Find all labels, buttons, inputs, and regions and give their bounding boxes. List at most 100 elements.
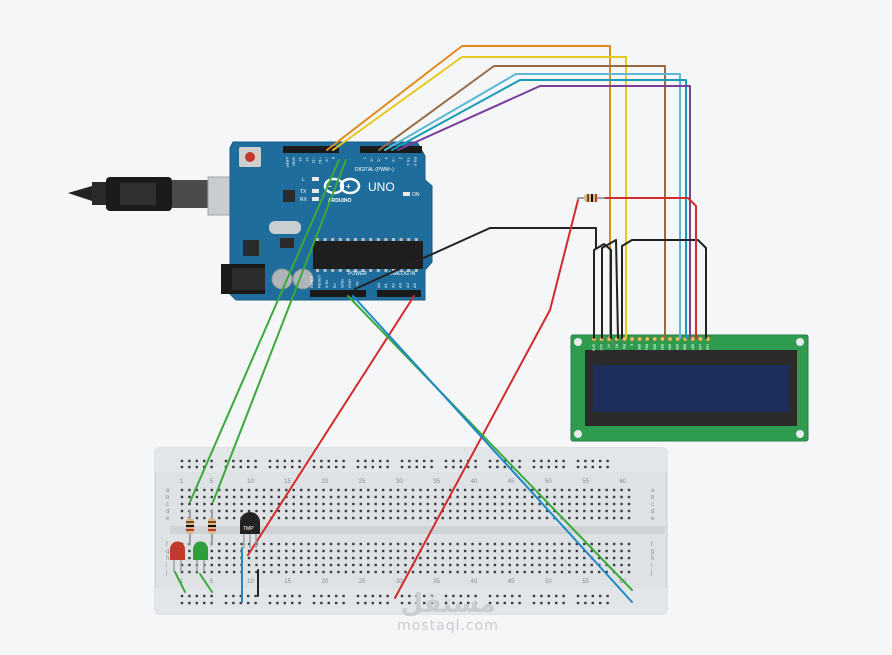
breadboard-hole	[367, 549, 370, 553]
power-rail-hole	[276, 459, 279, 463]
breadboard-hole	[292, 570, 295, 574]
breadboard-hole	[456, 570, 459, 574]
power-rail-hole	[379, 465, 382, 469]
breadboard-hole	[396, 542, 400, 546]
breadboard-hole	[575, 488, 579, 492]
led-green	[193, 541, 208, 572]
breadboard-hole	[314, 556, 318, 560]
breadboard-hole	[486, 516, 489, 520]
chip-pin	[323, 238, 327, 241]
breadboard-hole	[367, 495, 370, 499]
breadboard-hole	[218, 542, 221, 546]
power-rail-hole	[386, 594, 389, 598]
power-rail-hole	[503, 459, 506, 463]
breadboard-hole	[247, 549, 251, 553]
breadboard-hole	[620, 556, 623, 560]
column-number: 1	[180, 579, 184, 585]
sensor-label: TMP	[243, 526, 254, 532]
power-rail-hole	[386, 601, 389, 605]
power-header	[310, 290, 421, 297]
power-rail-hole	[584, 601, 587, 605]
power-rail-hole	[276, 594, 279, 598]
power-rail-hole	[518, 601, 521, 605]
breadboard-hole	[478, 509, 482, 513]
breadboard-hole	[449, 488, 452, 492]
breadboard-hole	[426, 549, 430, 553]
power-rail-hole	[540, 594, 543, 598]
power-rail-hole	[371, 601, 374, 605]
board-brand: ARDUINO	[328, 198, 351, 204]
power-rail-hole	[283, 465, 286, 469]
breadboard-hole	[516, 542, 519, 546]
breadboard-hole	[292, 542, 295, 546]
breadboard-hole	[486, 563, 489, 567]
breadboard-hole	[463, 509, 467, 513]
breadboard-hole	[426, 488, 430, 492]
power-pin-label: 3.3V	[324, 279, 329, 288]
breadboard-hole	[411, 542, 415, 546]
breadboard-hole	[426, 556, 430, 560]
breadboard-hole	[188, 570, 191, 574]
power-rail-hole	[452, 601, 455, 605]
chip-pin	[323, 269, 327, 272]
breadboard-hole	[486, 556, 489, 560]
power-rail-hole	[335, 459, 338, 463]
breadboard-hole	[337, 509, 340, 513]
breadboard-hole	[478, 502, 482, 506]
analog-pin-label: A1	[383, 282, 388, 288]
breadboard-hole	[322, 509, 325, 513]
breadboard-hole	[329, 563, 333, 567]
arduino-uno: − + UNO ARDUINO DIGITAL (PWM~) POWER ANA…	[68, 141, 433, 301]
power-rail-hole	[591, 465, 594, 469]
breadboard-hole	[545, 556, 549, 560]
breadboard-hole	[411, 556, 415, 560]
breadboard-hole	[404, 556, 407, 560]
breadboard-hole	[583, 563, 586, 567]
breadboard-hole	[218, 502, 221, 506]
power-rail-hole	[268, 459, 272, 463]
breadboard-hole	[523, 502, 526, 506]
power-rail-hole	[474, 465, 477, 469]
breadboard-hole	[463, 556, 467, 560]
breadboard-hole	[463, 488, 467, 492]
chip-pin	[392, 238, 395, 241]
row-letter: c	[166, 502, 169, 508]
breadboard-hole	[270, 549, 273, 553]
row-letter: b	[651, 495, 655, 501]
breadboard-hole	[627, 516, 631, 520]
breadboard-hole	[255, 509, 258, 513]
breadboard-hole	[583, 556, 586, 560]
lcd-pin-label: DB1	[645, 344, 649, 350]
breadboard-hole	[434, 509, 437, 513]
power-rail-hole	[247, 594, 250, 598]
breadboard-hole	[188, 502, 191, 506]
column-number: 55	[582, 479, 589, 485]
power-rail-hole	[459, 465, 462, 469]
breadboard-hole	[590, 570, 593, 574]
power-rail-hole	[452, 465, 455, 469]
breadboard-hole	[456, 488, 459, 492]
chip-pin	[414, 238, 418, 241]
breadboard-hole	[352, 549, 355, 553]
breadboard-hole	[329, 488, 333, 492]
power-rail-hole	[467, 465, 470, 469]
breadboard-hole	[426, 570, 430, 574]
breadboard-hole	[620, 563, 623, 567]
breadboard-hole	[225, 570, 228, 574]
breadboard-hole	[344, 570, 348, 574]
breadboard-hole	[434, 502, 437, 506]
breadboard-hole	[560, 495, 564, 499]
breadboard-hole	[501, 563, 504, 567]
svg-text:−: −	[327, 182, 332, 191]
breadboard-hole	[471, 570, 474, 574]
breadboard-hole	[419, 502, 422, 506]
breadboard-hole	[441, 570, 444, 574]
breadboard-hole	[277, 563, 281, 567]
breadboard-hole	[501, 502, 504, 506]
breadboard-hole	[598, 502, 601, 506]
power-rail-hole	[599, 459, 602, 463]
breadboard-hole	[493, 549, 497, 553]
breadboard-hole	[456, 502, 459, 506]
breadboard-hole	[359, 502, 362, 506]
column-number: 15	[284, 479, 291, 485]
